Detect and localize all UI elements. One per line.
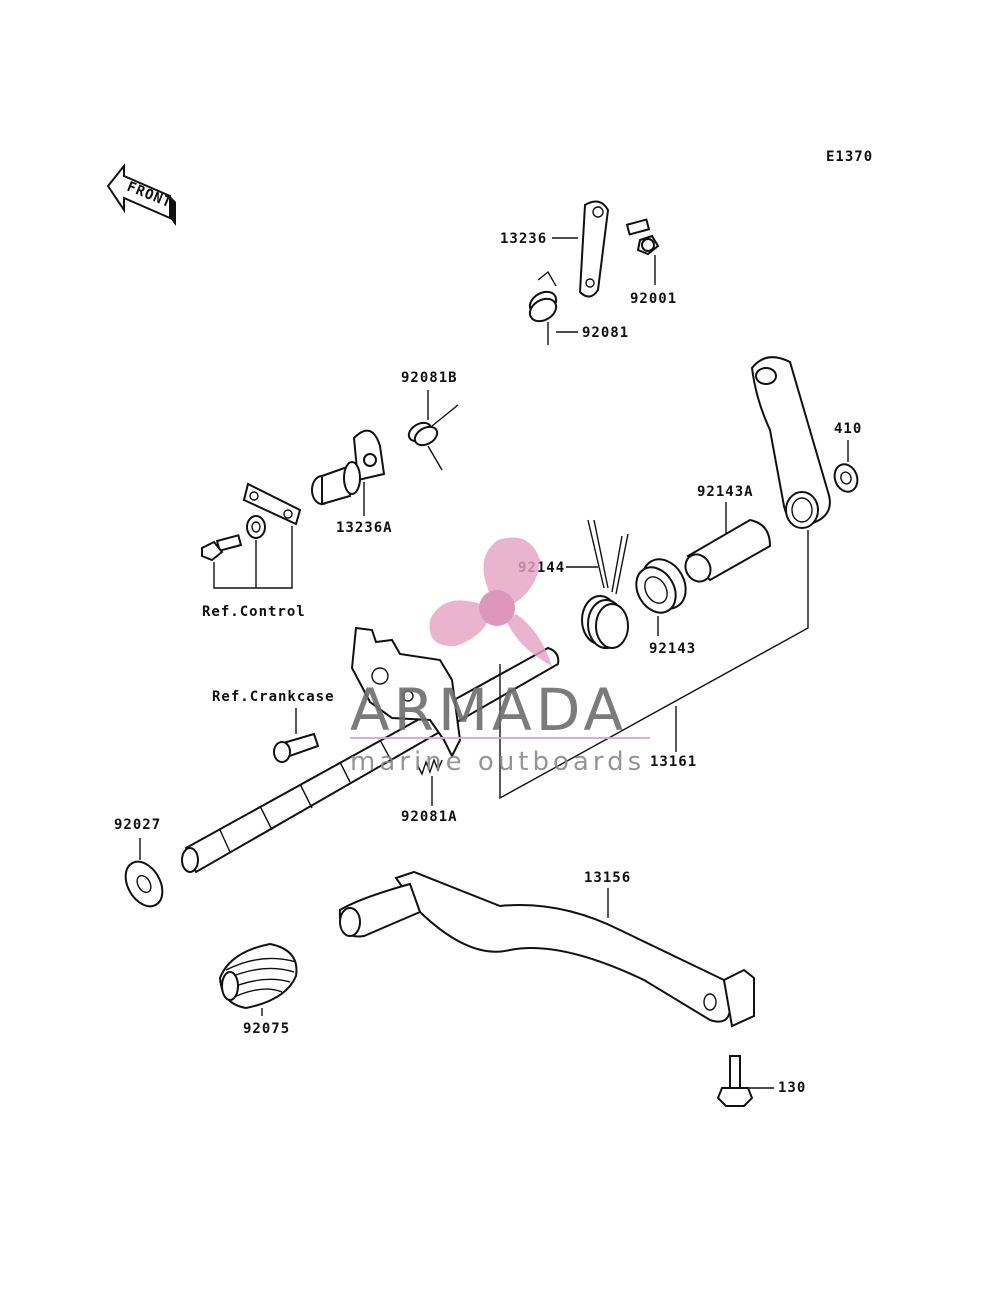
propeller-logo-icon <box>429 537 552 666</box>
part-92143 <box>635 558 687 614</box>
label-13156: 13156 <box>584 870 631 886</box>
label-ref-control: Ref.Control <box>202 604 306 620</box>
part-92081B <box>407 404 459 471</box>
part-ref-control-bolt <box>201 534 243 562</box>
watermark-title: ARMADA <box>350 676 627 744</box>
part-92027 <box>124 860 164 908</box>
part-ref-crankcase-pin <box>273 732 320 763</box>
label-92001: 92001 <box>630 291 677 307</box>
label-92081A: 92081A <box>401 809 458 825</box>
part-92144 <box>581 519 629 649</box>
part-92081A <box>417 757 443 776</box>
watermark-subtitle: marine outboards <box>350 747 645 777</box>
part-13236 <box>578 200 610 298</box>
label-ref-crankcase: Ref.Crankcase <box>212 689 335 705</box>
label-92081: 92081 <box>582 325 629 341</box>
label-92027: 92027 <box>114 817 161 833</box>
logo-blade-top <box>483 537 540 606</box>
label-410: 410 <box>834 421 862 437</box>
part-13161 <box>181 626 560 874</box>
part-130 <box>716 1055 754 1107</box>
label-13236: 13236 <box>500 231 547 247</box>
part-92001 <box>625 218 660 256</box>
logo-blade-right <box>506 614 552 666</box>
front-arrow-icon: FRONT <box>106 163 176 226</box>
part-92075 <box>218 942 298 1010</box>
part-13156 <box>338 870 755 1028</box>
logo-hub <box>479 590 515 626</box>
part-ref-control-plate <box>242 482 302 526</box>
label-92075: 92075 <box>243 1021 290 1037</box>
part-92143A <box>684 518 772 583</box>
shift-arm <box>750 356 831 529</box>
label-130: 130 <box>778 1080 806 1096</box>
watermark: ARMADA marine outboards <box>350 537 650 777</box>
label-13161: 13161 <box>650 754 697 770</box>
part-92081 <box>528 270 558 345</box>
part-ref-control-washer <box>246 515 266 539</box>
part-13236A <box>311 429 386 506</box>
label-92143A: 92143A <box>697 484 754 500</box>
label-92143: 92143 <box>649 641 696 657</box>
label-13236A: 13236A <box>336 520 393 536</box>
part-410 <box>833 463 859 493</box>
logo-blade-left <box>429 600 490 647</box>
label-92081B: 92081B <box>401 370 458 386</box>
diagram-code: E1370 <box>826 149 873 165</box>
